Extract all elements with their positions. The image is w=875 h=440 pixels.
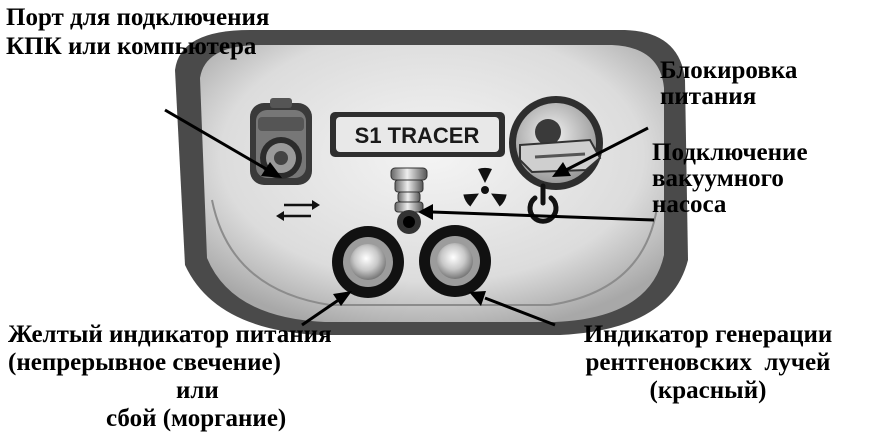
- label-yellow-line-1: Желтый индикатор питания: [8, 321, 332, 348]
- label-yellow-line-3: или: [176, 377, 219, 404]
- label-power-lock-line-2: питания: [660, 83, 757, 110]
- label-yellow-indicator: Желтый индикатор питания (непрерывное св…: [8, 321, 408, 433]
- callout-lines: [164, 108, 655, 327]
- label-xray-line-3: (красный): [649, 377, 767, 404]
- usb-port-icon: [250, 98, 312, 185]
- label-power-lock: Блокировка питания: [660, 58, 797, 110]
- label-vacuum-line-2: вакуумного: [652, 165, 784, 192]
- label-port: Порт для подключения КПК или компьютера: [6, 3, 269, 61]
- xray-indicator-lens: [419, 225, 491, 297]
- label-xray-line-2: рентгеновских лучей: [585, 349, 831, 376]
- key-lock-icon: [509, 96, 603, 190]
- label-xray-line-1: Индикатор генерации: [583, 321, 833, 348]
- name-plate-text: S1 TRACER: [355, 123, 480, 148]
- label-vacuum-line-1: Подключение: [652, 139, 808, 166]
- transfer-arrows-icon: [276, 200, 320, 221]
- name-plate: S1 TRACER: [330, 112, 505, 157]
- label-port-line-1: Порт для подключения: [6, 4, 270, 31]
- vacuum-nozzle-icon: [390, 167, 428, 234]
- label-yellow-line-2: (непрерывное свечение): [8, 349, 281, 376]
- label-yellow-line-4: сбой (моргание): [106, 405, 287, 432]
- label-port-line-2: КПК или компьютера: [6, 33, 257, 60]
- power-icon: [527, 183, 559, 224]
- yellow-indicator-lens: [332, 226, 404, 298]
- label-vacuum: Подключение вакуумного насоса: [652, 140, 808, 218]
- label-vacuum-line-3: насоса: [652, 191, 727, 218]
- radiation-icon: [463, 167, 507, 207]
- label-power-lock-line-1: Блокировка: [660, 57, 798, 84]
- label-xray-indicator: Индикатор генерации рентгеновских лучей …: [548, 321, 868, 405]
